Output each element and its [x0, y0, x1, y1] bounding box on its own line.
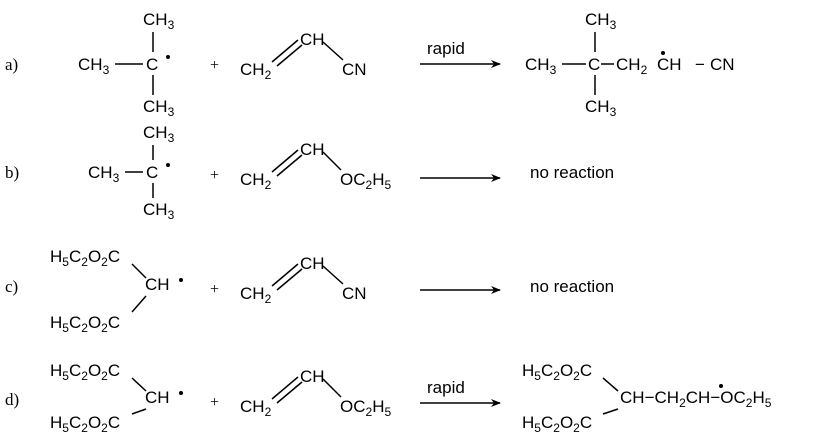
row-label-d: d)	[5, 390, 19, 409]
double-bond	[276, 381, 303, 404]
methyl-top: CH3	[143, 123, 175, 145]
arrow-label: rapid	[427, 39, 465, 58]
double-bond	[271, 376, 299, 400]
acrylonitrile-c: CH2 CH CN	[240, 254, 367, 306]
reaction-a: a) CH3 CH3 C CH3 + CH2 CH CN rapid	[5, 10, 735, 119]
ethyl-vinyl-ether-b: CH2 CH OC2H5	[240, 140, 391, 192]
radical-dot	[179, 391, 183, 395]
reaction-c: c) H5C2O2C CH H5C2O2C + CH2 CH CN no rea…	[5, 247, 614, 335]
alkene-ch2: CH2	[240, 284, 272, 306]
acrylonitrile-a: CH2 CH CN	[240, 30, 367, 82]
plus-sign: +	[210, 57, 219, 74]
double-bond	[271, 263, 299, 287]
product-a: CH3 CH3 C CH3 CH2 CH − CN	[525, 10, 735, 119]
reaction-d: d) H5C2O2C CH H5C2O2C + CH2 CH OC2H5 rap…	[5, 361, 772, 434]
double-bond	[271, 149, 299, 173]
bond	[131, 408, 147, 415]
ester-bottom: H5C2O2C	[522, 413, 592, 434]
product-group: CN	[710, 55, 735, 74]
ester-bottom: H5C2O2C	[50, 413, 120, 434]
methyl-left: CH3	[88, 163, 120, 185]
radical-ch: CH	[145, 388, 170, 407]
bond	[322, 41, 344, 61]
methylene: CH2	[616, 55, 648, 77]
bond	[602, 408, 619, 415]
radical-ch: CH	[657, 55, 682, 74]
result-text: no reaction	[530, 163, 614, 182]
ester-top: H5C2O2C	[50, 247, 120, 269]
alkene-ch: CH	[300, 140, 325, 159]
ethoxy-group: OC2H5	[340, 397, 391, 419]
ester-top: H5C2O2C	[522, 361, 592, 383]
reaction-b: b) CH3 CH3 C CH3 + CH2 CH OC2H5 no react…	[5, 123, 614, 222]
alkene-ch2: CH2	[240, 170, 272, 192]
ethoxy-group: OC2H5	[340, 170, 391, 192]
result-text: no reaction	[530, 277, 614, 296]
double-bond	[271, 39, 299, 63]
alkene-group: CN	[342, 60, 367, 79]
ester-bottom: H5C2O2C	[50, 313, 120, 335]
alkene-ch2: CH2	[240, 60, 272, 82]
bond	[322, 151, 342, 171]
alkene-ch: CH	[300, 30, 325, 49]
radical-dot	[179, 278, 183, 282]
product-chain: CH−CH2CH−OC2H5	[620, 388, 772, 410]
malonyl-radical-d: H5C2O2C CH H5C2O2C	[50, 361, 183, 434]
ester-top: H5C2O2C	[50, 361, 120, 383]
bond	[131, 295, 147, 313]
malonyl-radical-c: H5C2O2C CH H5C2O2C	[50, 247, 183, 335]
plus-sign: +	[210, 394, 219, 411]
bond	[602, 377, 619, 392]
plus-sign: +	[210, 167, 219, 184]
radical-ch: CH	[145, 275, 170, 294]
arrow-d: rapid	[420, 378, 501, 407]
radical-carbon: C	[146, 163, 158, 182]
row-label-c: c)	[5, 277, 18, 296]
alkene-ch: CH	[300, 254, 325, 273]
bond	[322, 265, 344, 285]
bond	[131, 263, 147, 279]
methyl-left: CH3	[78, 55, 110, 77]
row-label-a: a)	[5, 55, 18, 74]
methyl-top: CH3	[143, 10, 175, 32]
radical-dot	[166, 55, 170, 59]
arrow-a: rapid	[420, 39, 501, 68]
methyl-bottom: CH3	[143, 97, 175, 119]
ethyl-vinyl-ether-d: CH2 CH OC2H5	[240, 367, 391, 419]
radical-dot	[661, 51, 665, 55]
alkene-ch2: CH2	[240, 397, 272, 419]
quaternary-carbon: C	[588, 55, 600, 74]
methyl-bottom: CH3	[585, 97, 617, 119]
product-dash: −	[695, 55, 705, 74]
tert-butyl-radical-a: CH3 CH3 C CH3	[78, 10, 175, 119]
radical-dot	[719, 384, 723, 388]
product-d: H5C2O2C H5C2O2C CH−CH2CH−OC2H5	[522, 361, 772, 434]
alkene-ch: CH	[300, 367, 325, 386]
methyl-top: CH3	[585, 10, 617, 32]
row-label-b: b)	[5, 163, 19, 182]
radical-carbon: C	[146, 55, 158, 74]
double-bond	[276, 154, 303, 177]
double-bond	[276, 44, 303, 67]
methyl-left: CH3	[525, 55, 557, 77]
alkene-group: CN	[342, 284, 367, 303]
bond	[131, 377, 147, 392]
tert-butyl-radical-b: CH3 CH3 C CH3	[88, 123, 175, 222]
double-bond	[276, 268, 303, 291]
plus-sign: +	[210, 281, 219, 298]
methyl-bottom: CH3	[143, 200, 175, 222]
bond	[322, 378, 342, 398]
arrow-label: rapid	[427, 378, 465, 397]
radical-dot	[166, 163, 170, 167]
